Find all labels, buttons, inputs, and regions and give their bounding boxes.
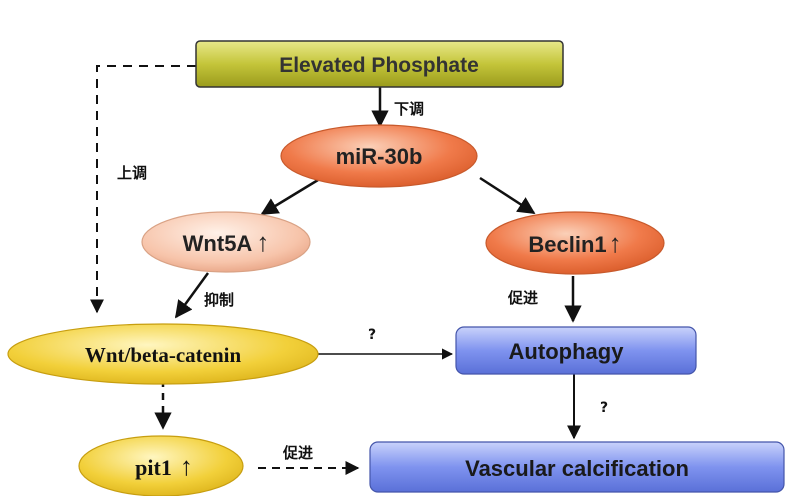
node-wnt5a-text: Wnt5A: [183, 231, 253, 256]
edge-wnt5a-wnt-beta: [174, 272, 210, 319]
label-promote-beclin: 促进: [507, 289, 538, 307]
node-autophagy: Autophagy: [455, 326, 697, 375]
label-downregulate: 下调: [394, 100, 424, 118]
node-pit1-text: pit1: [135, 455, 172, 480]
node-pit1-label: pit1 ↑: [135, 452, 193, 481]
label-upregulate: 上调: [117, 164, 147, 182]
label-promote-pit1: 促进: [282, 444, 313, 462]
up-arrow-icon: ↑: [609, 228, 622, 258]
node-mir30b-label: miR-30b: [336, 144, 423, 169]
edge-mir30b-wnt5a: [260, 178, 319, 216]
node-pit1: pit1 ↑: [78, 435, 244, 496]
up-arrow-icon: ↑: [180, 452, 193, 481]
edge-mir30b-beclin1: [479, 176, 536, 215]
node-wnt-beta-catenin-label: Wnt/beta-catenin: [85, 343, 242, 367]
label-unknown-wnt-autophagy: ?: [368, 327, 376, 343]
node-vascular-calcification: Vascular calcification: [369, 441, 785, 493]
node-beclin1-label: Beclin1↑: [528, 228, 621, 258]
label-inhibit: 抑制: [204, 291, 234, 309]
label-unknown-autophagy-vascular: ?: [600, 400, 608, 416]
node-beclin1-text: Beclin1: [528, 232, 606, 257]
node-wnt5a: Wnt5A↑: [141, 211, 311, 273]
node-wnt5a-label: Wnt5A↑: [183, 227, 270, 257]
node-elevated-phosphate: Elevated Phosphate: [195, 40, 564, 88]
node-beclin1: Beclin1↑: [485, 211, 665, 275]
node-vascular-calcification-label: Vascular calcification: [465, 456, 689, 481]
node-autophagy-label: Autophagy: [509, 339, 625, 364]
node-elevated-phosphate-label: Elevated Phosphate: [279, 54, 479, 77]
node-wnt-beta-catenin: Wnt/beta-catenin: [7, 323, 319, 385]
edge-phosphate-wnt-beta-dashed: [90, 65, 196, 314]
up-arrow-icon: ↑: [256, 227, 269, 257]
node-mir30b: miR-30b: [280, 124, 478, 188]
